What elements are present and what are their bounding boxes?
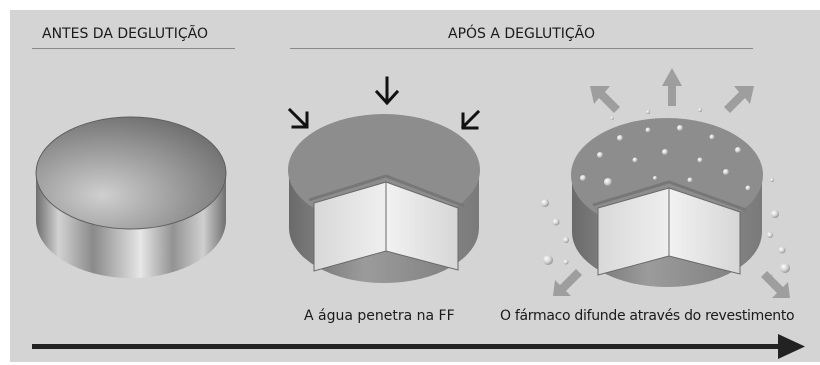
before-header-rule [32,48,235,49]
arrow-up-icon [662,68,682,106]
arrow-down-left-icon [553,269,582,296]
arrow-down-icon [374,76,400,106]
intact-tablet [35,116,227,279]
after-swallowing-label: APÓS A DEGLUTIÇÃO [448,26,596,42]
timeline-arrow-icon [32,334,805,359]
drug-caption: O fármaco difunde através do revestiment… [500,308,795,324]
arrow-up-left-icon [590,86,620,113]
water-penetration-tablet [288,114,480,283]
arrow-down-right-icon [761,271,790,298]
arrow-up-right-icon [724,86,754,113]
after-header-rule [290,48,753,49]
water-caption: A água penetra na FF [304,308,455,324]
before-swallowing-label: ANTES DA DEGLUTIÇÃO [42,26,208,42]
arrow-down-left-icon [460,109,481,130]
arrow-down-right-icon [287,107,309,129]
drug-particles [541,108,790,279]
water-arrows [287,76,481,130]
drug-diffusion-tablet [571,118,763,287]
diffusion-arrows [553,68,790,298]
